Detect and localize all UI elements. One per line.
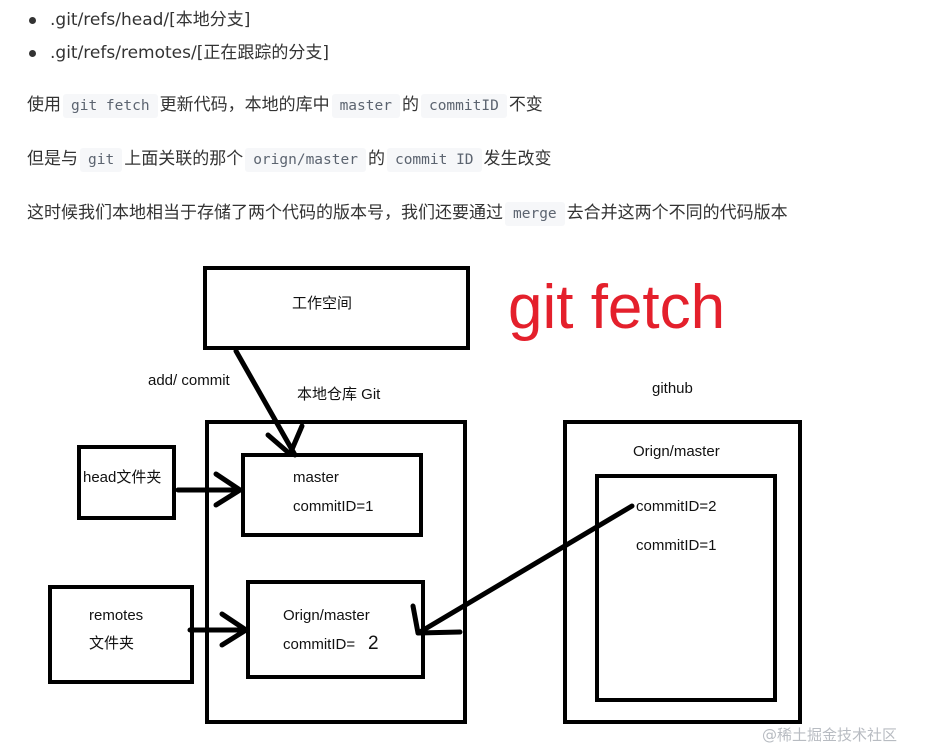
inline-code: orign/master: [245, 148, 366, 172]
text: 的: [367, 149, 385, 169]
master-label: master: [293, 469, 339, 486]
text: 去合并这两个不同的代码版本: [566, 203, 788, 223]
local-origin-commit-value: 2: [368, 633, 379, 654]
head-folder-label: head文件夹: [83, 469, 161, 486]
text: 但是与: [27, 149, 78, 169]
text: 更新代码，本地的库中: [159, 95, 330, 115]
text: 的: [401, 95, 419, 115]
fetch-arrow: [417, 503, 635, 635]
github-label: github: [652, 380, 693, 397]
bullet-list: .git/refs/head/[本地分支] .git/refs/remotes/…: [0, 4, 329, 70]
inline-code: merge: [505, 202, 565, 226]
remote-commit-1-label: commitID=1: [636, 537, 716, 554]
inline-code: commit ID: [386, 148, 482, 172]
workspace-box: [203, 266, 470, 350]
master-commit-label: commitID=1: [293, 498, 373, 515]
arrowhead-icon: [219, 611, 249, 648]
local-origin-box: [246, 580, 425, 679]
remotes-folder-box: [48, 585, 194, 684]
text: 不变: [508, 95, 543, 115]
remote-origin-box: [595, 474, 777, 702]
watermark: @稀土掘金技术社区: [762, 726, 897, 744]
add-commit-label: add/ commit: [148, 372, 231, 389]
local-origin-label: Orign/master: [283, 607, 370, 624]
text: 发生改变: [483, 149, 552, 169]
text: 这时候我们本地相当于存储了两个代码的版本号，我们还要通过: [27, 203, 503, 223]
arrowhead-icon: [265, 423, 305, 457]
diagram-svg: git fetch 工作空间 add/ commit 本地仓库 Git gith…: [48, 266, 897, 744]
github-box: [563, 420, 802, 724]
arrowhead-icon: [410, 603, 463, 636]
bullet-dot-icon: [29, 17, 36, 24]
add-commit-arrow: [233, 348, 298, 458]
master-box: [241, 453, 423, 537]
remotes-folder-label: 文件夹: [89, 635, 134, 652]
text: 使用: [27, 95, 61, 115]
head-folder-box: [77, 445, 176, 520]
inline-code: commitID: [420, 94, 507, 118]
workspace-label: 工作空间: [292, 295, 352, 312]
remote-commit-2-label: commitID=2: [636, 498, 716, 515]
bullet-text: .git/refs/head/[本地分支]: [50, 10, 251, 30]
bullet-item-remotes: .git/refs/remotes/[正在跟踪的分支]: [0, 37, 329, 70]
inline-code: master: [331, 94, 400, 118]
arrowhead-icon: [213, 471, 243, 508]
remotes-label: remotes: [89, 607, 143, 624]
bullet-dot-icon: [29, 50, 36, 57]
remote-origin-label: Orign/master: [633, 443, 720, 460]
inline-code: git fetch: [63, 94, 158, 118]
diagram-title: git fetch: [508, 273, 725, 342]
local-origin-commit-label: commitID=: [283, 636, 355, 653]
local-repo-box: [205, 420, 467, 724]
bullet-text: .git/refs/remotes/[正在跟踪的分支]: [50, 43, 329, 63]
git-fetch-diagram: git fetch 工作空间 add/ commit 本地仓库 Git gith…: [0, 240, 929, 748]
bullet-item-head: .git/refs/head/[本地分支]: [0, 4, 329, 37]
local-repo-label: 本地仓库 Git: [297, 386, 381, 403]
inline-code: git: [80, 148, 123, 172]
text: 上面关联的那个: [124, 149, 244, 169]
